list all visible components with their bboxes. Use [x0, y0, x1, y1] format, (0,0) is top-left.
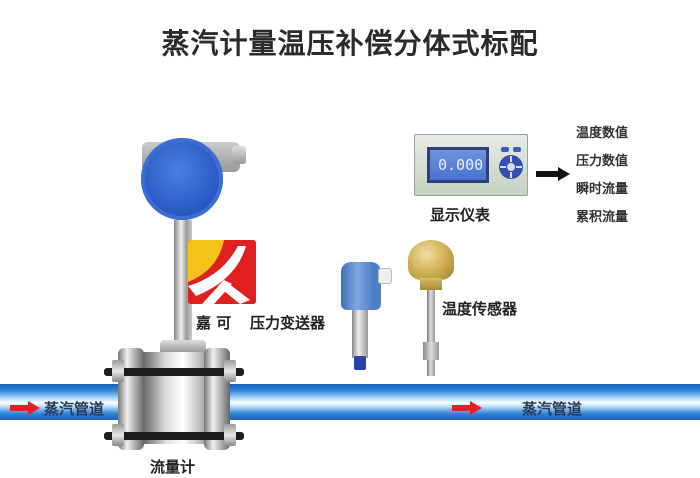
flowmeter-stem: [174, 220, 192, 350]
flow-arrow-icon: [10, 401, 40, 415]
output-total-flow: 累积流量: [576, 210, 629, 225]
nut: [112, 360, 124, 382]
temperature-sensor-label: 温度传感器: [442, 300, 518, 318]
output-instant-flow: 瞬时流量: [576, 182, 629, 197]
instrument-key: [513, 147, 521, 152]
pipe-label-right: 蒸汽管道: [522, 400, 583, 418]
pipe-label-left: 蒸汽管道: [44, 400, 105, 418]
brand-name: 嘉 可: [196, 314, 232, 332]
output-pressure: 压力数值: [576, 154, 629, 169]
output-temperature: 温度数值: [576, 126, 629, 141]
display-instrument: 0.000: [414, 134, 528, 196]
output-arrow-icon: [536, 167, 570, 181]
temperature-sensor-collar: [420, 278, 442, 290]
flowmeter-label: 流量计: [150, 458, 196, 476]
display-instrument-label: 显示仪表: [430, 206, 491, 224]
pressure-transmitter-label: 压力变送器: [250, 314, 326, 332]
brand-logo-icon: [188, 240, 256, 304]
flowmeter-cover-icon: [141, 138, 223, 220]
temperature-sensor-fitting: [423, 342, 439, 360]
steam-pipe: [0, 384, 700, 420]
cable-gland-icon: [378, 268, 392, 284]
nut: [112, 424, 124, 446]
diagram-title: 蒸汽计量温压补偿分体式标配: [161, 27, 539, 60]
brand-logo: [188, 240, 256, 304]
flow-arrow-icon: [452, 401, 482, 415]
pressure-transmitter-body: [341, 262, 381, 310]
bolt-bottom: [104, 432, 244, 440]
bolt-top: [104, 368, 244, 376]
temperature-sensor-probe: [427, 290, 435, 376]
temperature-sensor-head: [408, 240, 454, 280]
nut: [224, 424, 236, 446]
pressure-transmitter-stem: [352, 310, 368, 358]
instrument-dpad-icon: [499, 155, 523, 179]
pressure-port-icon: [354, 356, 366, 370]
instrument-screen: 0.000: [427, 147, 489, 183]
output-list: 温度数值 压力数值 瞬时流量 累积流量: [576, 122, 628, 234]
nut: [224, 360, 236, 382]
instrument-key: [501, 147, 509, 152]
screen-value: 0.000: [438, 156, 484, 174]
cable-gland-icon: [232, 146, 246, 164]
